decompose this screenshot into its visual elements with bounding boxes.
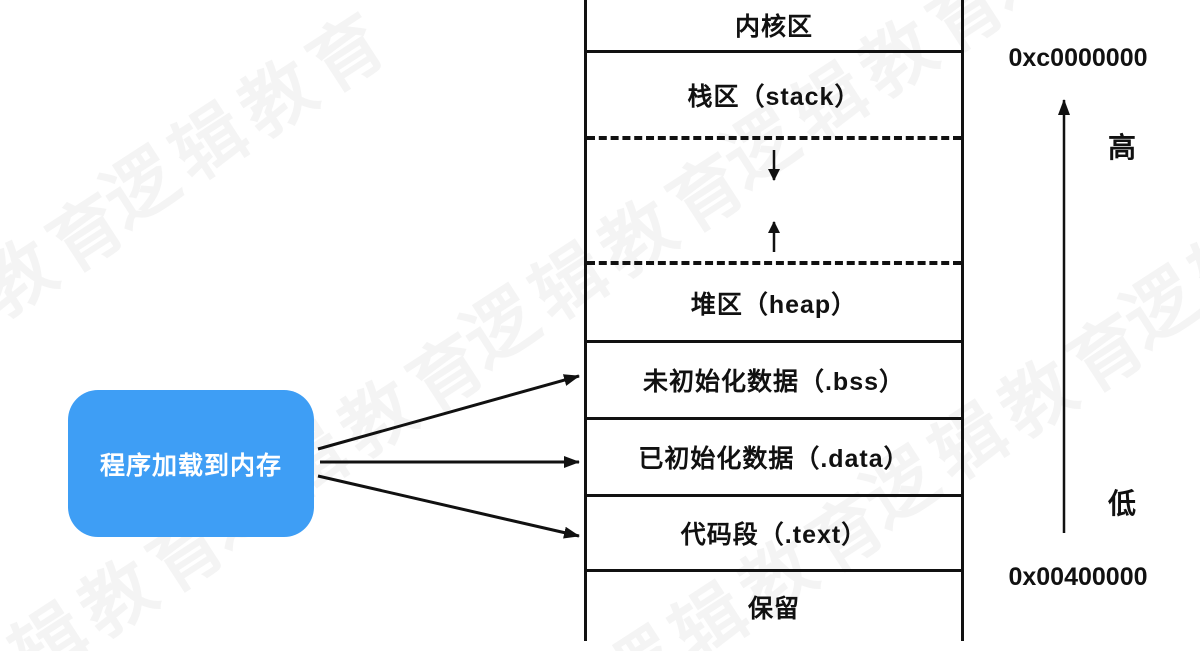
growth-arrows: [768, 150, 780, 252]
arrow-to-bss-icon: [317, 374, 580, 451]
section-text: 代码段（.text）: [587, 497, 961, 572]
section-data: 已初始化数据（.data）: [587, 420, 961, 497]
program-load-label: 程序加载到内存: [99, 451, 282, 480]
section-kernel: 内核区: [587, 0, 961, 53]
section-heap-label: 堆区（heap）: [690, 290, 858, 319]
section-kernel-label: 内核区: [734, 13, 813, 41]
watermark-text: 逻辑教育: [958, 0, 1200, 26]
section-bss-label: 未初始化数据（.bss）: [642, 368, 906, 396]
section-text-label: 代码段（.text）: [680, 521, 868, 549]
watermark-text: 逻辑教育: [978, 619, 1200, 651]
section-growth-gap: [587, 140, 961, 265]
high-address-label: 0xc0000000: [1008, 44, 1148, 72]
low-address-label: 0x00400000: [1008, 563, 1148, 591]
section-reserved: 保留: [587, 572, 961, 641]
section-reserved-label: 保留: [747, 594, 800, 623]
section-bss: 未初始化数据（.bss）: [587, 343, 961, 420]
axis-high-label: 高: [1108, 132, 1137, 163]
watermark-text: 逻辑教育: [78, 0, 410, 246]
section-heap: 堆区（heap）: [587, 265, 961, 343]
watermark-text: 逻辑教育: [0, 0, 210, 66]
watermark-text: 逻辑教育: [0, 159, 150, 426]
section-stack-label: 栈区（stack）: [687, 82, 861, 111]
arrow-to-text-icon: [317, 474, 580, 539]
section-data-label: 已初始化数据（.data）: [638, 445, 910, 473]
section-stack: 栈区（stack）: [587, 53, 961, 140]
axis-low-label: 低: [1108, 488, 1137, 519]
program-load-box: 程序加载到内存: [68, 390, 314, 537]
memory-map-column: 内核区 栈区（stack） 堆区（heap） 未初始化数据（.bss） 已初始化…: [584, 0, 964, 641]
